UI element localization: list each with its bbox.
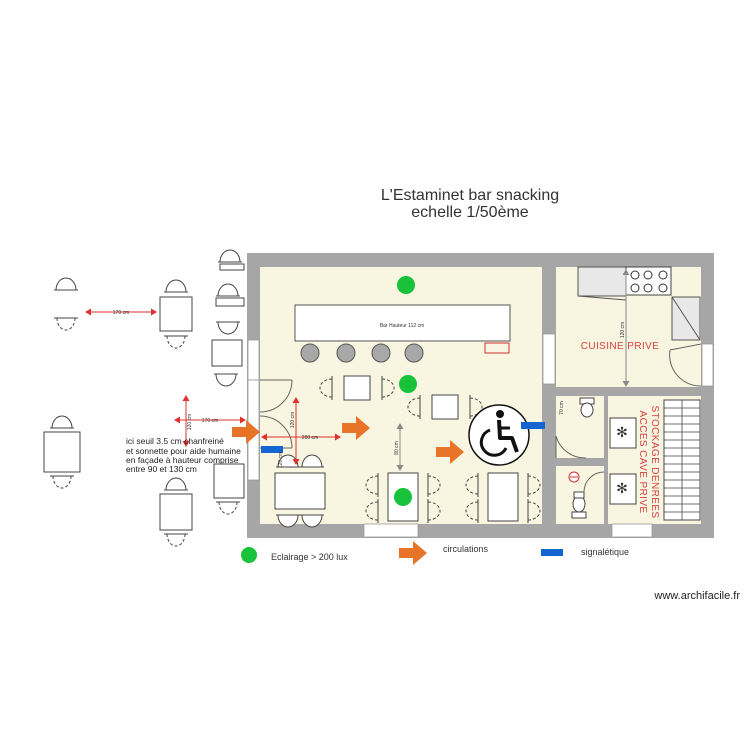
entrance-note: ici seuil 3.5 cm chanfreiné et sonnette …	[126, 436, 241, 474]
watermark: www.archifacile.fr	[653, 590, 740, 602]
bar-label: Bar Hauteur 112 cm	[380, 323, 424, 329]
note-line-4: entre 90 et 130 cm	[126, 464, 197, 474]
legend: Eclairage > 200 lux circulations signalé…	[241, 541, 629, 565]
dim-entrance-vertical-2: 120 cm	[278, 452, 284, 468]
dimension-labels: 170 cm 170 cm 120 cm 120 cm 200 cm 80 cm…	[113, 310, 626, 468]
storage-label-2: ACCES CAVE PRIVE	[637, 411, 648, 514]
toilet-icon	[571, 397, 595, 519]
dim-wc-width: 70 cm	[559, 401, 565, 415]
legend-circulation-label: circulations	[443, 544, 489, 554]
terrace-tables	[43, 249, 245, 547]
wheelchair-icon	[468, 404, 530, 466]
dim-entrance-vertical: 120 cm	[187, 414, 193, 430]
dim-inside-vertical: 120 cm	[290, 412, 296, 428]
wc-floor-1	[556, 396, 604, 458]
storage-label-1: STOCKAGE DENREES	[649, 406, 660, 519]
legend-lighting-swatch	[241, 547, 257, 563]
dimensions	[86, 311, 340, 464]
storage-furniture: ✻ ✻	[609, 417, 637, 505]
walls	[247, 253, 714, 538]
dim-kitchen-vertical: 120 cm	[620, 322, 626, 338]
dim-entrance-horizontal: 170 cm	[202, 418, 218, 424]
svg-text:✻: ✻	[616, 424, 628, 440]
note-line-3: en façade à hauteur comprise	[126, 455, 239, 465]
dim-outside-top: 170 cm	[113, 310, 129, 316]
sink-icon	[568, 471, 580, 483]
kitchen-furniture	[577, 266, 701, 341]
legend-circulation-swatch	[399, 541, 427, 565]
dim-aisle-vertical: 80 cm	[394, 441, 400, 455]
bar-sink	[484, 342, 510, 354]
note-line-2: et sonnette pour aide humaine	[126, 446, 241, 456]
dim-inside-horizontal: 200 cm	[302, 435, 318, 441]
legend-signage-label: signalétique	[581, 547, 629, 557]
bar-counter	[294, 304, 511, 342]
signage-marks	[261, 422, 545, 453]
grey-dimensions	[399, 270, 627, 470]
kitchen-label: CUISINE PRIVE	[581, 341, 660, 352]
kitchen-door	[669, 343, 702, 387]
plan-scale: echelle 1/50ème	[411, 204, 529, 221]
legend-lighting-label: Eclairage > 200 lux	[271, 552, 348, 562]
lighting-points	[394, 276, 417, 506]
wc-doors	[555, 435, 605, 493]
legend-signage-swatch	[541, 549, 563, 556]
svg-text:✻: ✻	[616, 480, 628, 496]
note-line-1: ici seuil 3.5 cm chanfreiné	[126, 436, 224, 446]
plan-title: L'Estaminet bar snacking	[381, 187, 559, 204]
stair-icon	[663, 399, 701, 521]
interior-tables	[274, 375, 541, 528]
